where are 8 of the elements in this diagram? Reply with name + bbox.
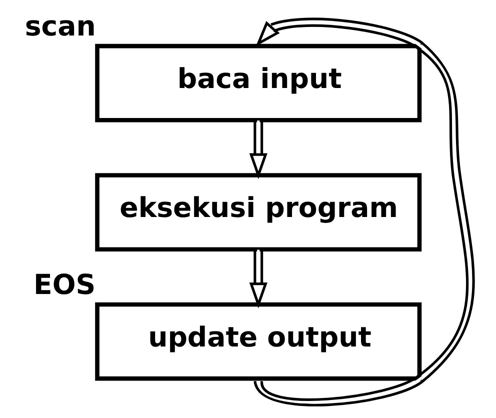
node-box: eksekusi program [95,173,422,252]
arrow [254,18,475,406]
node-label: EOS [34,268,96,301]
node-box: update output [95,302,422,381]
arrow [249,120,268,180]
node-label: scan [24,10,96,42]
node-box: baca input [95,44,422,122]
arrow [249,250,268,308]
